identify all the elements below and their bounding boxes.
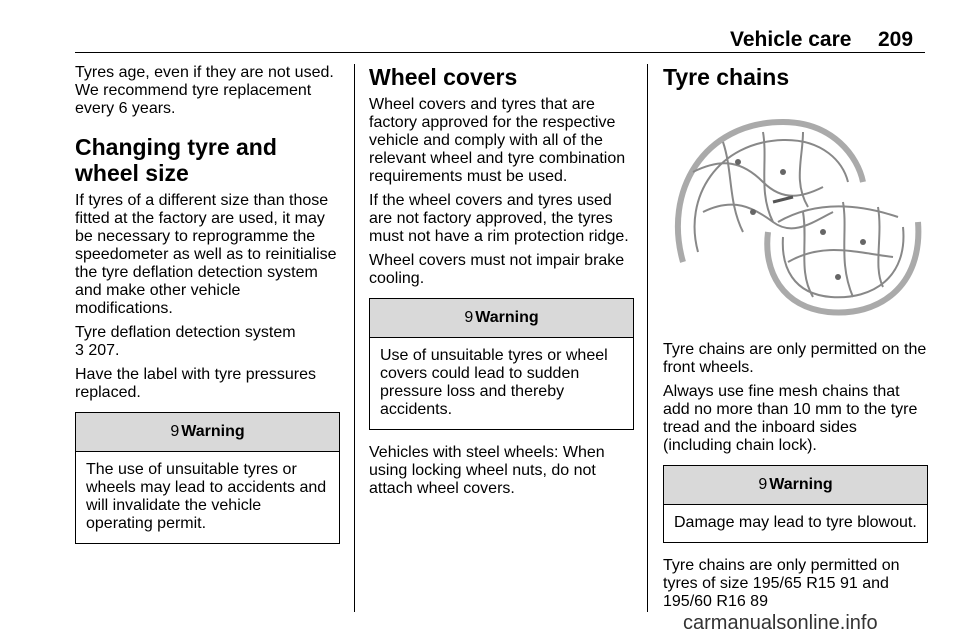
section-title: Vehicle care: [730, 28, 852, 51]
paragraph: Have the label with tyre pressures repla…: [75, 366, 316, 401]
column-1: Tyres age, even if they are not used. We…: [75, 64, 340, 558]
paragraph: Wheel covers and tyres that are factory …: [369, 96, 626, 185]
page-reference-link[interactable]: 3 207.: [75, 342, 120, 359]
paragraph: Always use fine mesh chains that add no …: [663, 383, 918, 454]
heading-changing-tyre: Changing tyre and wheel size: [75, 134, 277, 186]
warning-title: Warning: [181, 423, 245, 440]
paragraph: If the wheel covers and tyres used are n…: [369, 192, 629, 245]
warning-title: Warning: [769, 476, 833, 493]
tyre-chains-illustration: [674, 118, 922, 316]
header-divider: [75, 52, 925, 53]
warning-icon: 9: [170, 423, 180, 440]
paragraph: Tyre chains are only permitted on the fr…: [663, 341, 927, 376]
paragraph: Vehicles with steel wheels: When using l…: [369, 444, 605, 497]
column-2: Wheel covers Wheel covers and tyres that…: [369, 64, 634, 504]
paragraph: Tyre chains are only permitted on tyres …: [663, 557, 900, 610]
paragraph: Tyre deflation detection system 3 207.: [75, 324, 340, 360]
heading-wheel-covers: Wheel covers: [369, 64, 518, 90]
warning-body: The use of unsuitable tyres or wheels ma…: [86, 461, 327, 532]
paragraph: If tyres of a different size than those …: [75, 192, 337, 317]
page-number: 209: [878, 28, 914, 51]
warning-icon: 9: [758, 476, 768, 493]
column-divider-2: [647, 64, 648, 612]
heading-tyre-chains: Tyre chains: [663, 64, 790, 90]
warning-icon: 9: [464, 309, 474, 326]
intro-paragraph: Tyres age, even if they are not used. We…: [75, 64, 334, 117]
paragraph: Wheel covers must not impair brake cooli…: [369, 252, 625, 287]
column-divider-1: [354, 64, 355, 612]
warning-body: Damage may lead to tyre blowout.: [674, 514, 917, 531]
watermark: carmanualsonline.info: [683, 612, 878, 634]
column-3: Tyre chains Tyre chains are only permitt…: [663, 64, 928, 617]
warning-title: Warning: [475, 309, 539, 326]
warning-body: Use of unsuitable tyres or wheel covers …: [380, 347, 608, 418]
paragraph-text: Tyre deflation detection system: [75, 324, 296, 341]
